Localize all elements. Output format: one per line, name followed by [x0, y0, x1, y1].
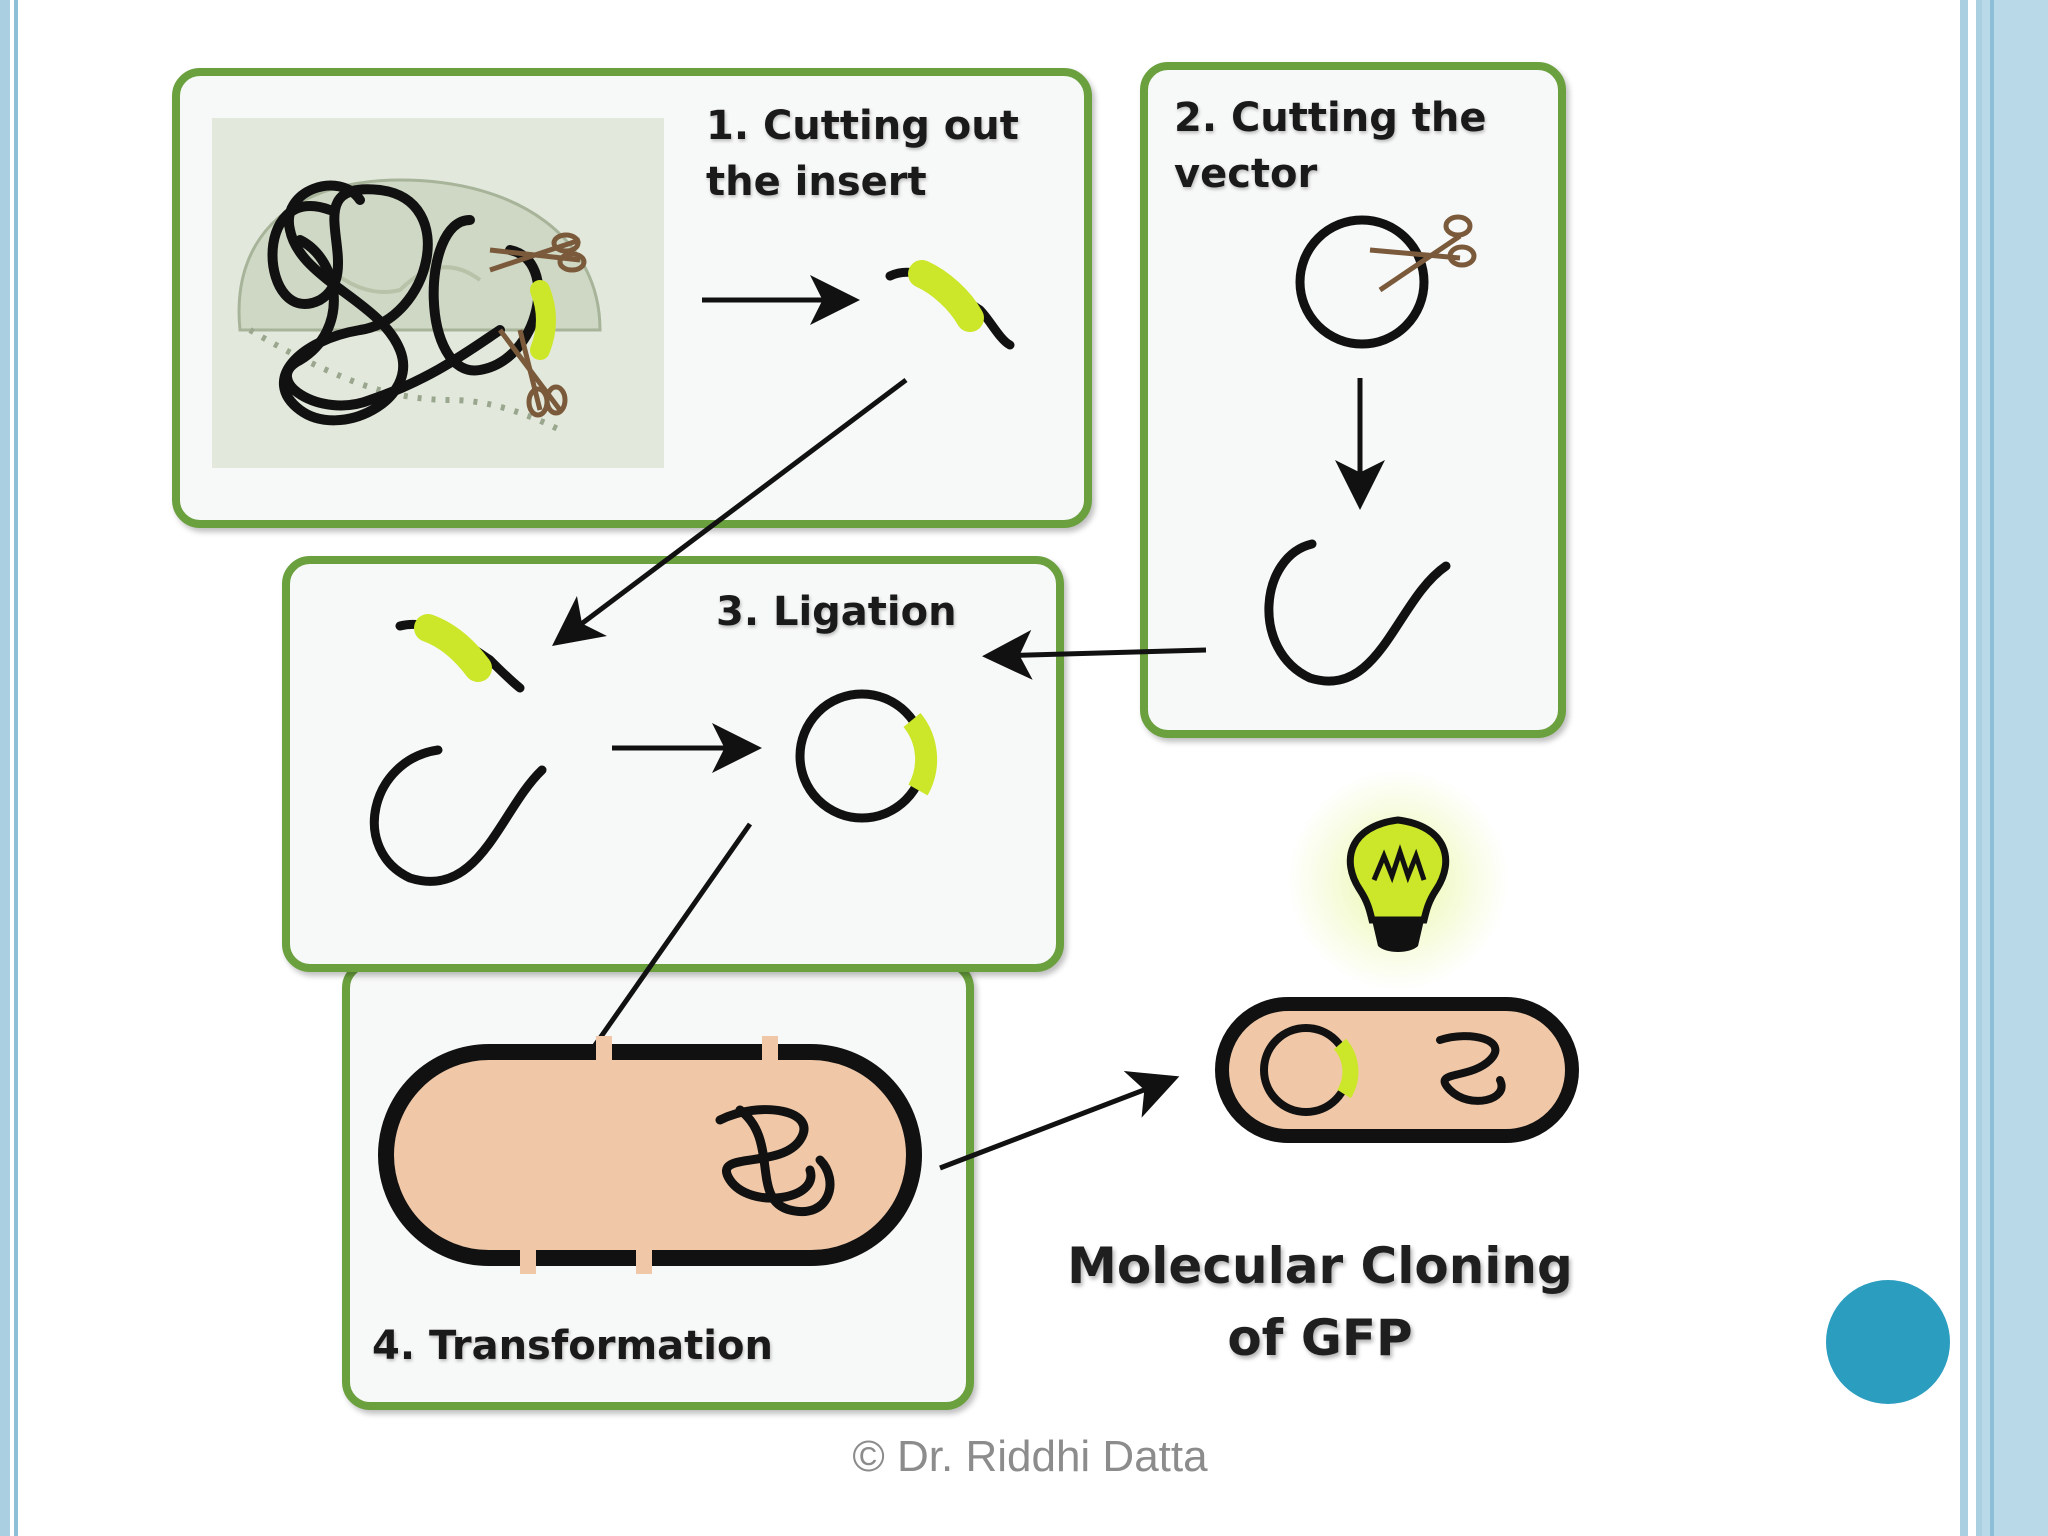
scissors-icon [489, 232, 587, 273]
gfp-insert [885, 260, 1015, 350]
gfp-insert [395, 614, 525, 693]
linearized-vector [370, 745, 547, 886]
step-2-panel [1140, 62, 1566, 738]
step-4-label: 4. Transformation [372, 1323, 773, 1369]
scissors-icon [1369, 214, 1477, 293]
step-3-label: 3. Ligation [716, 589, 957, 635]
diagram-title: Molecular Cloning of GFP [1067, 1237, 1573, 1367]
slide-frame-right-line [1990, 0, 1994, 1536]
gfp-insert-in-plasmid [1333, 1038, 1359, 1099]
recombinant-plasmid [795, 689, 929, 823]
scissors-icon [498, 328, 568, 418]
slide-frame-right-inner [1976, 0, 1982, 1536]
slide-frame-right [1960, 0, 1968, 1536]
step-2-label: 2. Cutting the vector [1174, 95, 1487, 197]
gfp-expressing-cell [1215, 997, 1579, 1143]
arrow-insert-to-ligation [552, 378, 908, 647]
light-bulb-icon [1346, 816, 1450, 952]
jellyfish-image [212, 118, 664, 468]
cell-wall-gaps [520, 1036, 778, 1274]
bacterial-chromosome [715, 1105, 835, 1217]
bacterial-chromosome [1436, 1032, 1506, 1105]
arrow-vector-to-ligation [982, 629, 1207, 680]
gfp-insert-in-plasmid [903, 713, 938, 796]
slide-nav-dot[interactable] [1826, 1280, 1950, 1404]
step-1-label: 1. Cutting out the insert [706, 103, 1019, 205]
copyright-text: © Dr. Riddhi Datta [852, 1432, 1208, 1481]
gfp-gene-in-chromosome [530, 280, 556, 360]
plasmid-vector [1295, 215, 1429, 349]
slide-frame-left [0, 0, 10, 1536]
arrow-express [939, 1070, 1180, 1171]
bacterial-cell [378, 1044, 922, 1266]
slide-frame-left-inner [14, 0, 18, 1536]
linearized-vector [1264, 539, 1451, 686]
